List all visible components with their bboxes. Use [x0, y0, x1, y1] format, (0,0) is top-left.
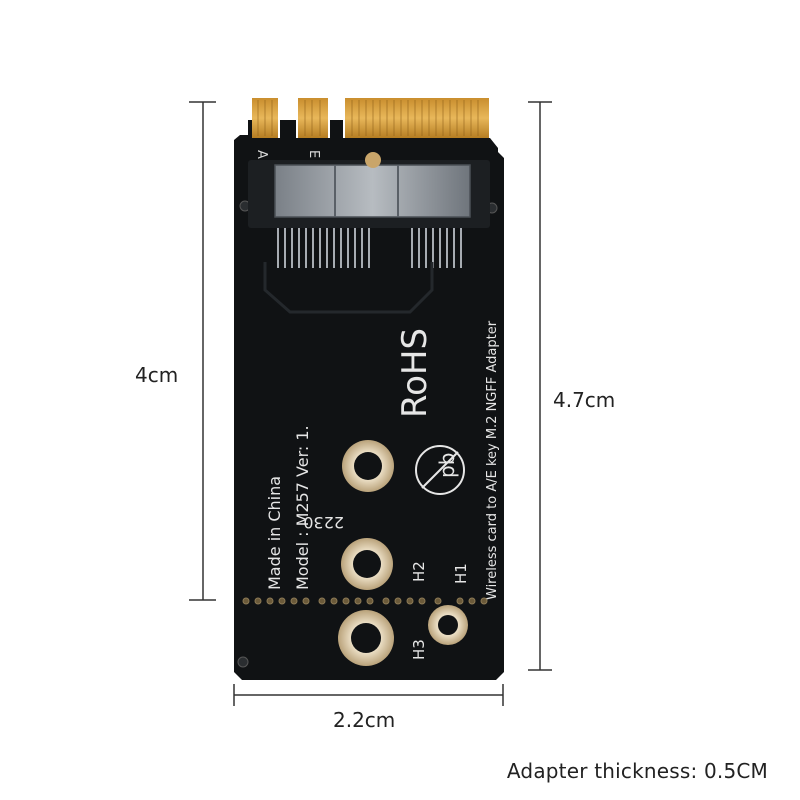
gold-finger-connector — [252, 98, 489, 138]
silk-made-in: Made in China — [265, 476, 284, 590]
standoff-pad-h1 — [428, 605, 468, 645]
wireless-card-socket — [248, 152, 490, 228]
silk-key-a: A — [254, 150, 269, 159]
dimension-label-width: 2.2cm — [333, 708, 396, 732]
dimension-height-full — [528, 101, 552, 671]
silk-pb: pb — [435, 453, 459, 478]
silk-key-e: E — [306, 150, 321, 158]
pcb-trace-outline — [263, 262, 434, 314]
standoff-pad-2230 — [342, 440, 394, 492]
pb-free-logo: pb — [415, 445, 465, 495]
thickness-caption: Adapter thickness: 0.5CM — [506, 759, 768, 783]
pcb-board — [234, 120, 504, 680]
silk-rohs: RoHS — [395, 328, 435, 418]
standoff-pad-h3 — [338, 610, 394, 666]
silk-h2: H2 — [410, 561, 428, 582]
via-row — [242, 597, 488, 605]
socket-pins — [277, 228, 462, 268]
silk-model: Model : M257 Ver: 1. — [293, 425, 312, 590]
silk-adapter-text: Wireless card to A/E key M.2 NGFF Adapte… — [485, 320, 500, 600]
silk-size-code: 2230 — [303, 513, 344, 532]
mount-hole-bottom — [237, 656, 249, 668]
dimension-label-height-inner: 4cm — [135, 363, 179, 387]
silk-h3: H3 — [410, 639, 428, 660]
dimension-label-height-full: 4.7cm — [553, 388, 616, 412]
dimension-height-inner — [189, 101, 216, 601]
standoff-pad-h2 — [341, 538, 393, 590]
silk-h1: H1 — [452, 563, 470, 584]
dimension-width — [233, 684, 504, 706]
